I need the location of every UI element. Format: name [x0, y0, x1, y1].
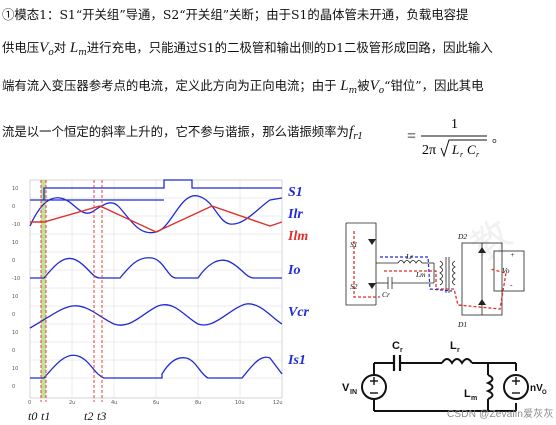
numerator: 1: [451, 117, 458, 132]
svg-text:0: 0: [12, 348, 15, 354]
marker-t2: t2: [84, 409, 93, 423]
svg-text:IN: IN: [350, 389, 357, 396]
t0-t1-band: [41, 180, 46, 398]
label-lm: L: [464, 388, 471, 400]
paragraph-line-3: 端有流入变压器参考点的电流，定义此方向为正向电流；由于 Lm被Vo“钳位”，因此…: [2, 78, 484, 96]
svg-text:0: 0: [12, 204, 15, 210]
svg-text:O: O: [542, 390, 547, 396]
svg-text:r: r: [400, 347, 403, 354]
svg-text:Vo: Vo: [502, 266, 510, 275]
svg-text:C: C: [467, 142, 476, 157]
svg-text:0: 0: [12, 384, 15, 390]
svg-text:10: 10: [12, 366, 18, 372]
label-ilm: Ilm: [287, 229, 308, 244]
svg-text:10: 10: [12, 186, 18, 192]
svg-text:r: r: [460, 150, 464, 159]
equivalent-circuit: C r L r L m V IN nV O: [342, 340, 547, 412]
svg-text:10: 10: [12, 330, 18, 336]
resonant-frequency-formula: = 1 2π L r C r: [407, 117, 487, 159]
label-s1: S1: [288, 185, 303, 200]
svg-text:-10: -10: [12, 276, 20, 282]
is1-wave: [30, 354, 283, 379]
marker-t1: t1: [41, 409, 50, 423]
sqrt-icon: [440, 139, 487, 158]
svg-text:6u: 6u: [153, 400, 159, 406]
svg-text:0: 0: [12, 312, 15, 318]
paragraph-line-4: 流是以一个恒定的斜率上升的，它不参与谐振，那么谐振频率为fr1: [2, 124, 364, 142]
svg-text:r: r: [476, 150, 480, 159]
label-ilr: Ilr: [287, 207, 303, 222]
sentence-end: 。: [492, 130, 505, 145]
csdn-watermark: CSDN @Zevalin爱灰灰: [447, 409, 554, 420]
s1-wave: [30, 179, 282, 201]
ilr-wave: [29, 195, 283, 234]
vcr-wave: [29, 303, 283, 329]
label-nvo: nV: [530, 383, 543, 394]
svg-text:10: 10: [12, 294, 18, 300]
svg-text:4u: 4u: [111, 400, 117, 406]
label-is1: Is1: [287, 353, 306, 368]
svg-text:0: 0: [28, 400, 31, 406]
label-io: Io: [287, 263, 300, 278]
marker-t3: t3: [97, 409, 106, 423]
svg-text:L: L: [451, 142, 459, 157]
svg-text:0: 0: [12, 258, 15, 264]
svg-text:Lm: Lm: [415, 270, 426, 279]
svg-text:+: +: [510, 250, 515, 259]
label-cr: C: [392, 340, 400, 352]
svg-text:r: r: [457, 347, 460, 354]
circuit-schematic: S1 S2 Lr Lm Cr D2 D1 Vo + -: [345, 222, 525, 329]
svg-text:S1: S1: [350, 240, 358, 249]
svg-text:12u: 12u: [273, 400, 283, 406]
label-lr: L: [450, 340, 457, 352]
svg-text:Lr: Lr: [405, 252, 413, 261]
svg-text:m: m: [471, 395, 477, 402]
waveform-labels: S1 Ilr Ilm Io Vcr Is1: [287, 185, 310, 368]
svg-text:8u: 8u: [195, 400, 201, 406]
paragraph-line-1: ①模态1：S1“开关组”导通，S2“开关组”关断；由于S1的晶体管未开通，负载电…: [2, 7, 469, 22]
current-path-red: [353, 231, 507, 310]
equals-sign: =: [407, 128, 416, 145]
label-vcr: Vcr: [288, 305, 310, 320]
io-wave: [30, 257, 282, 279]
svg-text:2u: 2u: [69, 400, 75, 406]
ilm-wave: [30, 205, 283, 233]
svg-text:10: 10: [12, 240, 18, 246]
two-pi: 2π: [422, 143, 436, 158]
svg-text:-: -: [510, 280, 513, 289]
svg-text:-10: -10: [12, 222, 20, 228]
svg-text:D2: D2: [457, 232, 467, 241]
current-path-blue: [380, 256, 453, 292]
svg-text:D1: D1: [457, 320, 467, 329]
paragraph-line-2: 供电压Vo对 Lm进行充电，只能通过S1的二极管和输出侧的D1二极管形成回路，因…: [2, 40, 493, 58]
svg-text:10u: 10u: [235, 400, 245, 406]
waveform-figure: 10 0 -10 10 0 -10 10 0 10 0 10 0 0 2u 4u 6u 8u 1…: [12, 179, 283, 423]
svg-text:Cr: Cr: [382, 290, 390, 299]
marker-t0: t0: [28, 409, 37, 423]
label-vin: V: [342, 382, 350, 394]
svg-text:S2: S2: [350, 282, 358, 291]
